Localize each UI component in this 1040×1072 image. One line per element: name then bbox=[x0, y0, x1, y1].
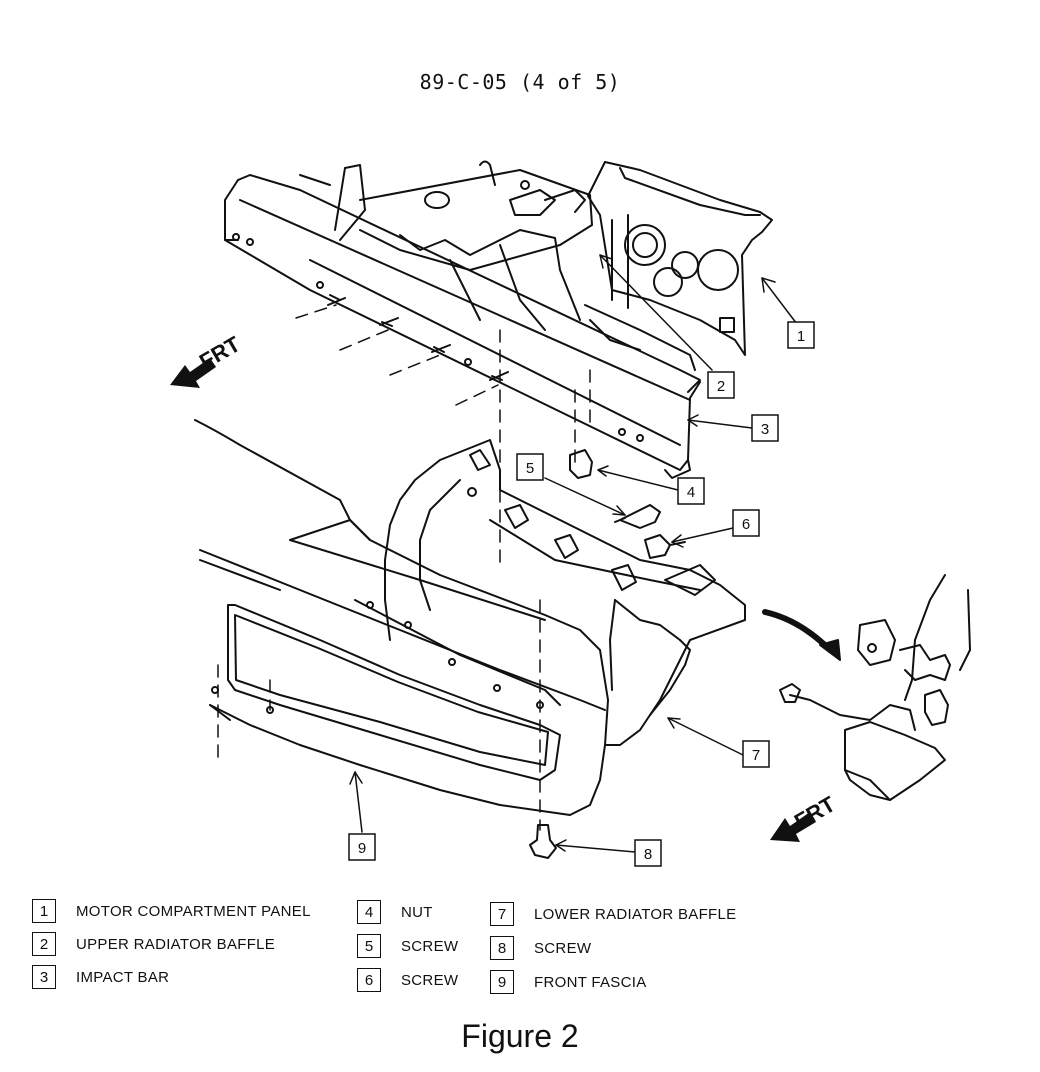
frt-arrow-top: FRT bbox=[170, 331, 245, 388]
callout-8: 8 bbox=[644, 846, 652, 863]
callout-3: 3 bbox=[761, 421, 769, 438]
callout-6: 6 bbox=[742, 516, 750, 533]
callout-2: 2 bbox=[717, 378, 725, 395]
motor-compartment-panel bbox=[587, 161, 773, 356]
callout-9: 9 bbox=[358, 840, 366, 857]
nut-4 bbox=[569, 449, 593, 479]
detail-inset bbox=[779, 574, 971, 801]
screw-5 bbox=[614, 504, 661, 529]
screw-6 bbox=[644, 534, 686, 559]
screw-8 bbox=[529, 824, 557, 859]
callout-5: 5 bbox=[526, 460, 534, 477]
callout-1: 1 bbox=[797, 328, 805, 345]
lower-radiator-baffle bbox=[384, 439, 746, 746]
frt-arrow-bottom: FRT bbox=[770, 791, 840, 842]
callout-7: 7 bbox=[752, 747, 760, 764]
figure-title: Figure 2 bbox=[461, 1018, 579, 1054]
callout-4: 4 bbox=[687, 484, 695, 501]
impact-bar bbox=[224, 174, 701, 479]
upper-radiator-baffle bbox=[299, 160, 696, 371]
diagram-code-header: 89-C-05 (4 of 5) bbox=[419, 70, 621, 94]
front-fascia bbox=[194, 419, 609, 816]
